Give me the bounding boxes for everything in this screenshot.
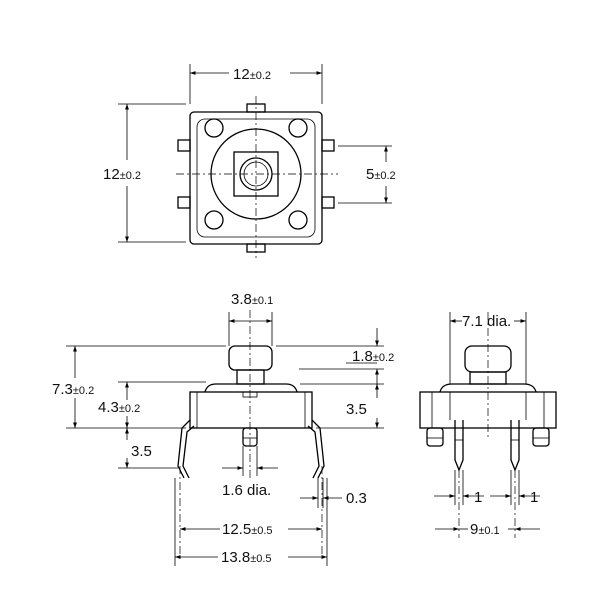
lead-span-tol: ±0.5 <box>251 525 272 537</box>
svg-text:12±0.2: 12±0.2 <box>103 166 141 183</box>
corner-hole-br <box>288 210 308 230</box>
end-view: 7.1 dia. 1 1 9±0.1 <box>419 312 557 538</box>
svg-text:9±0.1: 9±0.1 <box>470 521 500 538</box>
body-height-value: 4.3 <box>98 399 119 416</box>
side-actuator-stem <box>236 369 265 385</box>
svg-text:4.3±0.2: 4.3±0.2 <box>98 399 140 416</box>
svg-text:12.5±0.5: 12.5±0.5 <box>222 521 273 538</box>
lead-right-inner <box>307 425 320 479</box>
top-view: 12±0.2 12±0.2 5±0.2 <box>103 64 396 258</box>
terminal-right-top <box>321 139 335 152</box>
total-height-value: 7.3 <box>52 381 73 398</box>
body-to-top-value: 3.5 <box>346 401 367 418</box>
lead-length-value: 3.5 <box>131 443 152 460</box>
svg-text:1.8±0.2: 1.8±0.2 <box>352 348 394 365</box>
corner-hole-tl <box>204 118 224 138</box>
lead-pitch-tol: ±0.1 <box>478 525 499 537</box>
svg-text:12±0.2: 12±0.2 <box>233 66 271 83</box>
top-height-value: 12 <box>103 166 120 183</box>
lead-thickness-value: 0.3 <box>346 490 367 507</box>
terminal-left-bottom <box>177 196 191 209</box>
lead-span-value: 12.5 <box>222 521 251 538</box>
end-pin-right <box>532 427 550 447</box>
corner-hole-tr <box>288 118 308 138</box>
actuator-width-value: 3.8 <box>231 291 252 308</box>
end-pin-left <box>426 427 444 447</box>
top-width-value: 12 <box>233 66 250 83</box>
overall-span-value: 13.8 <box>221 549 250 566</box>
total-height-tol: ±0.2 <box>73 385 94 397</box>
actuator-height-tol: ±0.2 <box>373 352 394 364</box>
body-height-tol: ±0.2 <box>119 403 140 415</box>
svg-text:3.8±0.1: 3.8±0.1 <box>231 291 273 308</box>
terminal-pitch-tol: ±0.2 <box>374 170 395 182</box>
actuator-dia-value: 7.1 dia. <box>462 313 511 330</box>
lead-left-outer <box>177 419 191 479</box>
terminal-right-bottom <box>321 196 335 209</box>
top-width-tol: ±0.2 <box>250 70 271 82</box>
actuator-height-value: 1.8 <box>352 348 373 365</box>
pin-dia-value: 1.6 dia. <box>222 482 271 499</box>
svg-text:7.3±0.2: 7.3±0.2 <box>52 381 94 398</box>
actuator-width-tol: ±0.1 <box>252 295 273 307</box>
terminal-left-top <box>177 139 191 152</box>
top-height-tol: ±0.2 <box>120 170 141 182</box>
svg-text:5±0.2: 5±0.2 <box>366 166 396 183</box>
corner-hole-bl <box>204 210 224 230</box>
side-actuator <box>228 345 273 371</box>
lead-width-right-value: 1 <box>530 489 538 506</box>
side-view: 3.8±0.1 1.8±0.2 3.5 7.3±0.2 4.3±0.2 3.5 <box>52 291 394 566</box>
lead-pitch-value: 9 <box>470 521 478 538</box>
overall-span-tol: ±0.5 <box>250 553 271 565</box>
svg-text:13.8±0.5: 13.8±0.5 <box>221 549 272 566</box>
side-cover <box>204 383 298 393</box>
terminal-pitch-value: 5 <box>366 166 374 183</box>
lead-width-left-value: 1 <box>474 489 482 506</box>
lead-left-inner <box>182 425 195 479</box>
lead-right-outer <box>311 419 325 479</box>
